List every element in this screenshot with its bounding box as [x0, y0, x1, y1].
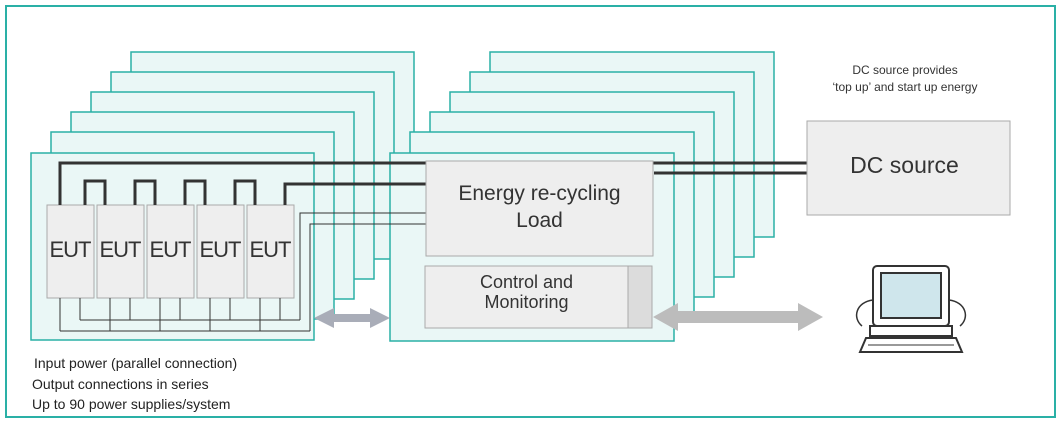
note-line: Up to 90 power supplies/system [32, 396, 231, 412]
dc-source-box [806, 120, 1011, 216]
dc-note-line2: ‘top up’ and start up energy [832, 80, 978, 94]
eut-boxes [46, 204, 295, 299]
double-arrow-right [653, 303, 823, 331]
eut-label: EUT [49, 237, 92, 262]
dc-note-line1: DC source provides [852, 63, 958, 77]
parallel-wiring [59, 212, 426, 332]
eut-label: EUT [99, 237, 142, 262]
computer-icon [849, 259, 974, 356]
control-label-line2: Monitoring [484, 292, 569, 312]
eut-label: EUT [249, 237, 292, 262]
note-line: Output connections in series [32, 376, 209, 392]
eut-label: EUT [199, 237, 242, 262]
load-box [425, 160, 654, 257]
dc-source-label: DC source [850, 152, 959, 178]
eut-label: EUT [149, 237, 192, 262]
control-box [424, 265, 653, 329]
load-label-line2: Load [516, 209, 563, 232]
note-line: Input power (parallel connection) [34, 355, 238, 371]
control-label-line1: Control and [479, 272, 574, 292]
double-arrow-left [314, 308, 390, 328]
load-label-line1: Energy re-cycling [458, 182, 621, 205]
